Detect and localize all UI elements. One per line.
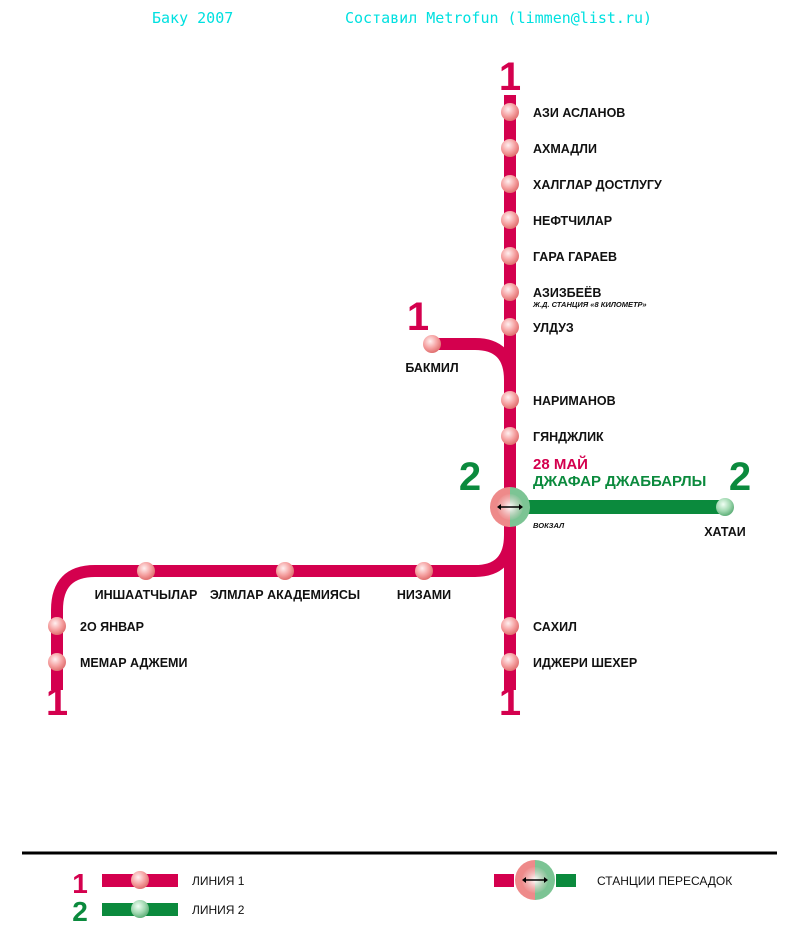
svg-text:БАКМИЛ: БАКМИЛ — [405, 361, 458, 375]
svg-text:ДЖАФАР ДЖАББАРЛЫ: ДЖАФАР ДЖАББАРЛЫ — [533, 473, 706, 490]
legend-line-1: 1 ЛИНИЯ 1 — [72, 868, 245, 899]
map-year: Баку 2007 — [152, 9, 233, 27]
line-1-number: 1 — [407, 295, 429, 339]
svg-text:СТАНЦИИ ПЕРЕСАДОК: СТАНЦИИ ПЕРЕСАДОК — [597, 874, 732, 888]
svg-text:САХИЛ: САХИЛ — [533, 620, 577, 634]
station-gara-garaev[interactable]: ГАРА ГАРАЕВ — [501, 247, 617, 265]
station-nizami[interactable]: НИЗАМИ — [397, 562, 451, 602]
svg-text:ХАТАИ: ХАТАИ — [704, 525, 746, 539]
station-ganjlik[interactable]: ГЯНДЖЛИК — [501, 427, 604, 445]
svg-text:ХАЛГЛАР ДОСТЛУГУ: ХАЛГЛАР ДОСТЛУГУ — [533, 178, 662, 192]
svg-text:АХМАДЛИ: АХМАДЛИ — [533, 142, 597, 156]
station-elmlar-akademiyasy[interactable]: ЭЛМЛАР АКАДЕМИЯСЫ — [210, 562, 360, 602]
station-narimanov[interactable]: НАРИМАНОВ — [501, 391, 616, 409]
line-2-number: 2 — [729, 455, 751, 499]
svg-text:НИЗАМИ: НИЗАМИ — [397, 588, 451, 602]
svg-text:ГЯНДЖЛИК: ГЯНДЖЛИК — [533, 430, 604, 444]
map-author: Составил Metrofun (limmen@list.ru) — [345, 9, 652, 27]
line-1-number: 1 — [46, 680, 68, 724]
station-ulduz[interactable]: УЛДУЗ — [501, 318, 574, 336]
svg-text:МЕМАР АДЖЕМИ: МЕМАР АДЖЕМИ — [80, 656, 187, 670]
svg-text:2: 2 — [72, 896, 88, 927]
station-azi-aslanov[interactable]: АЗИ АСЛАНОВ — [501, 103, 625, 121]
station-neftchilar[interactable]: НЕФТЧИЛАР — [501, 211, 612, 229]
station-20-yanvar[interactable]: 2О ЯНВАР — [48, 617, 144, 635]
svg-text:2О ЯНВАР: 2О ЯНВАР — [80, 620, 144, 634]
legend-transfer: СТАНЦИИ ПЕРЕСАДОК — [494, 860, 732, 900]
svg-text:НАРИМАНОВ: НАРИМАНОВ — [533, 394, 616, 408]
svg-text:ВОКЗАЛ: ВОКЗАЛ — [533, 521, 565, 530]
svg-text:ИНШААТЧЫЛАР: ИНШААТЧЫЛАР — [95, 588, 198, 602]
railway-station-note: Ж.Д. СТАНЦИЯ «8 КИЛОМЕТР» — [532, 300, 647, 309]
svg-text:ЛИНИЯ 1: ЛИНИЯ 1 — [192, 874, 245, 888]
station-28-may-jafar-jabbarly[interactable]: 28 МАЙ ДЖАФАР ДЖАББАРЛЫ ВОКЗАЛ — [490, 455, 706, 530]
svg-text:ЭЛМЛАР АКАДЕМИЯСЫ: ЭЛМЛАР АКАДЕМИЯСЫ — [210, 588, 360, 602]
station-inshaatchilar[interactable]: ИНШААТЧЫЛАР — [95, 562, 198, 602]
svg-text:ГАРА ГАРАЕВ: ГАРА ГАРАЕВ — [533, 250, 617, 264]
svg-text:ИДЖЕРИ ШЕХЕР: ИДЖЕРИ ШЕХЕР — [533, 656, 637, 670]
station-sahil[interactable]: САХИЛ — [501, 617, 577, 635]
svg-text:АЗИЗБЕЁВ: АЗИЗБЕЁВ — [533, 285, 601, 300]
svg-text:УЛДУЗ: УЛДУЗ — [533, 321, 574, 335]
svg-text:28 МАЙ: 28 МАЙ — [533, 455, 588, 473]
station-memar-ajami[interactable]: МЕМАР АДЖЕМИ — [48, 653, 187, 671]
svg-text:ЛИНИЯ 2: ЛИНИЯ 2 — [192, 903, 245, 917]
line-1-number: 1 — [499, 55, 521, 99]
line-1-number: 1 — [499, 680, 521, 724]
svg-text:1: 1 — [72, 868, 88, 899]
legend-line-2: 2 ЛИНИЯ 2 — [72, 896, 245, 927]
svg-text:АЗИ АСЛАНОВ: АЗИ АСЛАНОВ — [533, 106, 625, 120]
station-halglar-dostlugu[interactable]: ХАЛГЛАР ДОСТЛУГУ — [501, 175, 662, 193]
station-bakmil[interactable]: БАКМИЛ — [405, 335, 459, 375]
line-2-number: 2 — [459, 455, 481, 499]
station-ahmadli[interactable]: АХМАДЛИ — [501, 139, 597, 157]
station-icheri-sheher[interactable]: ИДЖЕРИ ШЕХЕР — [501, 653, 637, 671]
svg-text:НЕФТЧИЛАР: НЕФТЧИЛАР — [533, 214, 612, 228]
station-hatai[interactable]: ХАТАИ — [704, 498, 746, 539]
